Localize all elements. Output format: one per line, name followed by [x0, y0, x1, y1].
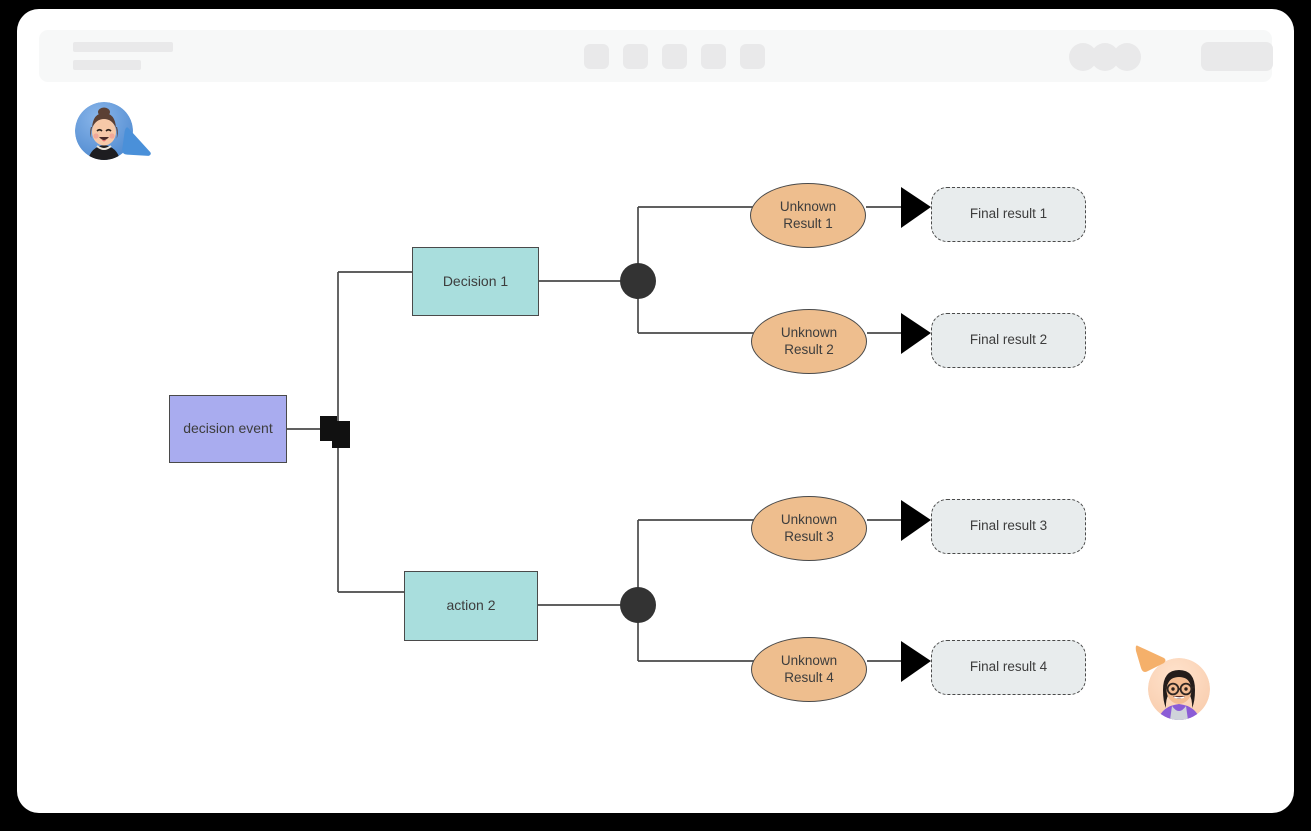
result-label-line1: Unknown: [779, 198, 837, 214]
collaborator-avatar-1: [75, 102, 133, 160]
toolbar-action-button[interactable]: [1201, 42, 1273, 71]
toolbar-title-placeholder: [73, 42, 173, 52]
result-label-line1: Unknown: [780, 511, 838, 527]
diagram-connectors: [287, 187, 931, 682]
node-decision-1[interactable]: Decision 1: [412, 247, 539, 316]
app-window: decision event Decision 1 action 2 Unkno…: [17, 9, 1294, 813]
node-final-result-4[interactable]: Final result 4: [931, 640, 1086, 695]
result-label-line2: Result 3: [784, 528, 834, 544]
result-label-line1: Unknown: [780, 324, 838, 340]
result-label-line1: Unknown: [780, 652, 838, 668]
node-final-result-2[interactable]: Final result 2: [931, 313, 1086, 368]
toolbar-tool-1[interactable]: [584, 44, 609, 69]
result-label-line2: Result 2: [784, 341, 834, 357]
diagram-canvas[interactable]: decision event Decision 1 action 2 Unkno…: [17, 9, 1294, 813]
collaborator-cursor-1: [120, 127, 156, 166]
collaborator-avatar-2: [1148, 658, 1210, 720]
collaborator-avatar-placeholder-3[interactable]: [1113, 43, 1141, 71]
arrowhead-group: [901, 187, 931, 682]
result-label-line2: Result 4: [784, 669, 834, 685]
toolbar-tool-4[interactable]: [701, 44, 726, 69]
node-decision-event[interactable]: decision event: [169, 395, 287, 463]
node-action-2[interactable]: action 2: [404, 571, 538, 641]
toolbar-subtitle-placeholder: [73, 60, 141, 70]
collaborator-cursor-2: [1134, 642, 1170, 681]
node-unknown-result-2[interactable]: Unknown Result 2: [751, 309, 867, 374]
result-label-line2: Result 1: [783, 215, 833, 231]
node-final-result-1[interactable]: Final result 1: [931, 187, 1086, 242]
node-unknown-result-3[interactable]: Unknown Result 3: [751, 496, 867, 561]
toolbar-tool-2[interactable]: [623, 44, 648, 69]
branch-junction-1[interactable]: [620, 263, 656, 299]
fork-marker-part-b[interactable]: [332, 421, 350, 448]
toolbar: [39, 30, 1273, 82]
node-unknown-result-1[interactable]: Unknown Result 1: [750, 183, 866, 248]
branch-junction-2[interactable]: [620, 587, 656, 623]
node-unknown-result-4[interactable]: Unknown Result 4: [751, 637, 867, 702]
toolbar-tool-3[interactable]: [662, 44, 687, 69]
node-final-result-3[interactable]: Final result 3: [931, 499, 1086, 554]
toolbar-tool-5[interactable]: [740, 44, 765, 69]
